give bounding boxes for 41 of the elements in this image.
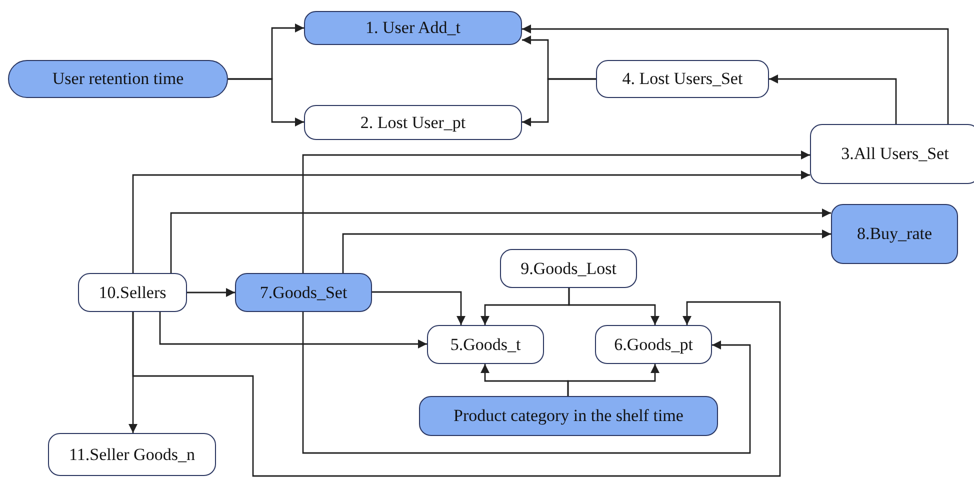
arrow: [132, 301, 781, 477]
node-label: 5.Goods_t: [450, 334, 521, 354]
node-label: 3.All Users_Set: [841, 144, 949, 164]
process-box: [78, 273, 187, 312]
node-label: 8.Buy_rate: [856, 224, 932, 244]
process-box: [235, 273, 372, 312]
process-box: [427, 325, 544, 364]
arrow: [567, 364, 660, 396]
node-label: 6.Goods_pt: [614, 334, 693, 354]
node-label: 11.Seller Goods_n: [69, 444, 195, 464]
process-box: [304, 11, 522, 45]
arrow: [522, 78, 596, 126]
arrow: [342, 230, 831, 273]
node-label: 2. Lost User_pt: [360, 112, 466, 132]
process-box: [810, 124, 974, 184]
process-box: [831, 204, 958, 264]
process-box: [595, 325, 712, 364]
arrow: [568, 288, 660, 325]
arrow: [187, 288, 235, 297]
process-box: [500, 249, 637, 288]
arrow: [170, 208, 831, 273]
process-box: [419, 396, 718, 436]
arrow: [132, 170, 810, 273]
process-box: [8, 60, 228, 98]
process-box: [596, 60, 769, 98]
process-box: [48, 433, 216, 476]
arrow: [302, 150, 810, 273]
arrow: [228, 78, 304, 126]
arrow: [769, 74, 897, 124]
node-label: Product category in the shelf time: [454, 406, 684, 426]
arrow: [302, 312, 751, 454]
node-label: 10.Sellers: [98, 282, 166, 302]
arrow: [522, 24, 949, 124]
process-box: [304, 105, 522, 140]
node-label: 9.Goods_Lost: [520, 258, 616, 278]
arrow: [159, 312, 427, 348]
node-label: User retention time: [52, 69, 184, 89]
node-label: 1. User Add_t: [366, 18, 460, 38]
node-label: 4. Lost Users_Set: [622, 69, 743, 89]
node-label: 7.Goods_Set: [260, 282, 348, 302]
arrow: [372, 291, 466, 325]
